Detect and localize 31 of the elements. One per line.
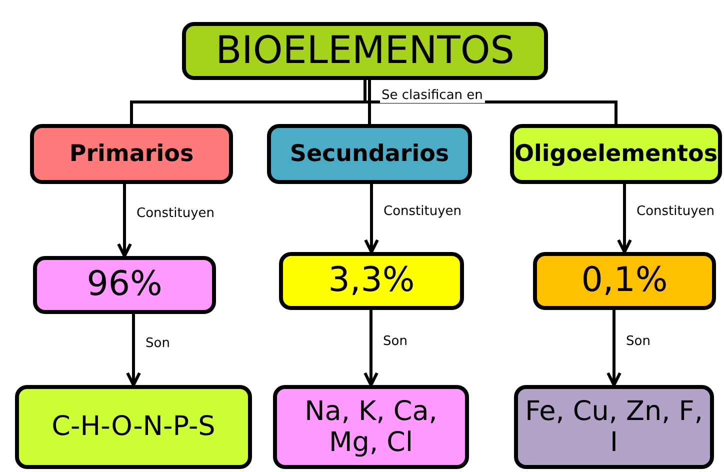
node-label: BIOELEMENTOS xyxy=(216,29,514,73)
bio-title-box xyxy=(182,22,548,80)
edge-label: Son xyxy=(144,336,172,350)
edge-label: Son xyxy=(624,334,652,348)
node-label: 0,1% xyxy=(581,261,668,301)
node-label: Primarios xyxy=(69,140,194,168)
element-list-box xyxy=(514,385,714,469)
node-label: 3,3% xyxy=(328,261,415,301)
node-label: 96% xyxy=(86,265,162,305)
node-label: Secundarios xyxy=(290,140,450,168)
node-label: Oligoelementos xyxy=(514,140,718,168)
edge-label: Son xyxy=(381,334,410,348)
arrow xyxy=(126,314,141,386)
arrow xyxy=(364,310,378,386)
edge-label: Se clasifican en xyxy=(380,88,485,103)
arrow xyxy=(117,184,132,258)
percentage-box xyxy=(33,256,216,314)
category-box xyxy=(267,124,472,184)
connector-line xyxy=(368,80,371,124)
element-list-box xyxy=(15,385,252,469)
arrow xyxy=(617,184,632,254)
percentage-box xyxy=(279,252,464,310)
category-box xyxy=(510,124,722,184)
element-list-box xyxy=(273,385,469,469)
percentage-box xyxy=(533,252,716,310)
node-label: Fe, Cu, Zn, F, I xyxy=(524,396,704,458)
arrow xyxy=(606,310,622,386)
category-box xyxy=(30,124,233,184)
node-label: Na, K, Ca, Mg, Cl xyxy=(304,396,438,458)
node-label: C-H-O-N-P-S xyxy=(52,411,216,443)
arrow xyxy=(364,184,379,254)
